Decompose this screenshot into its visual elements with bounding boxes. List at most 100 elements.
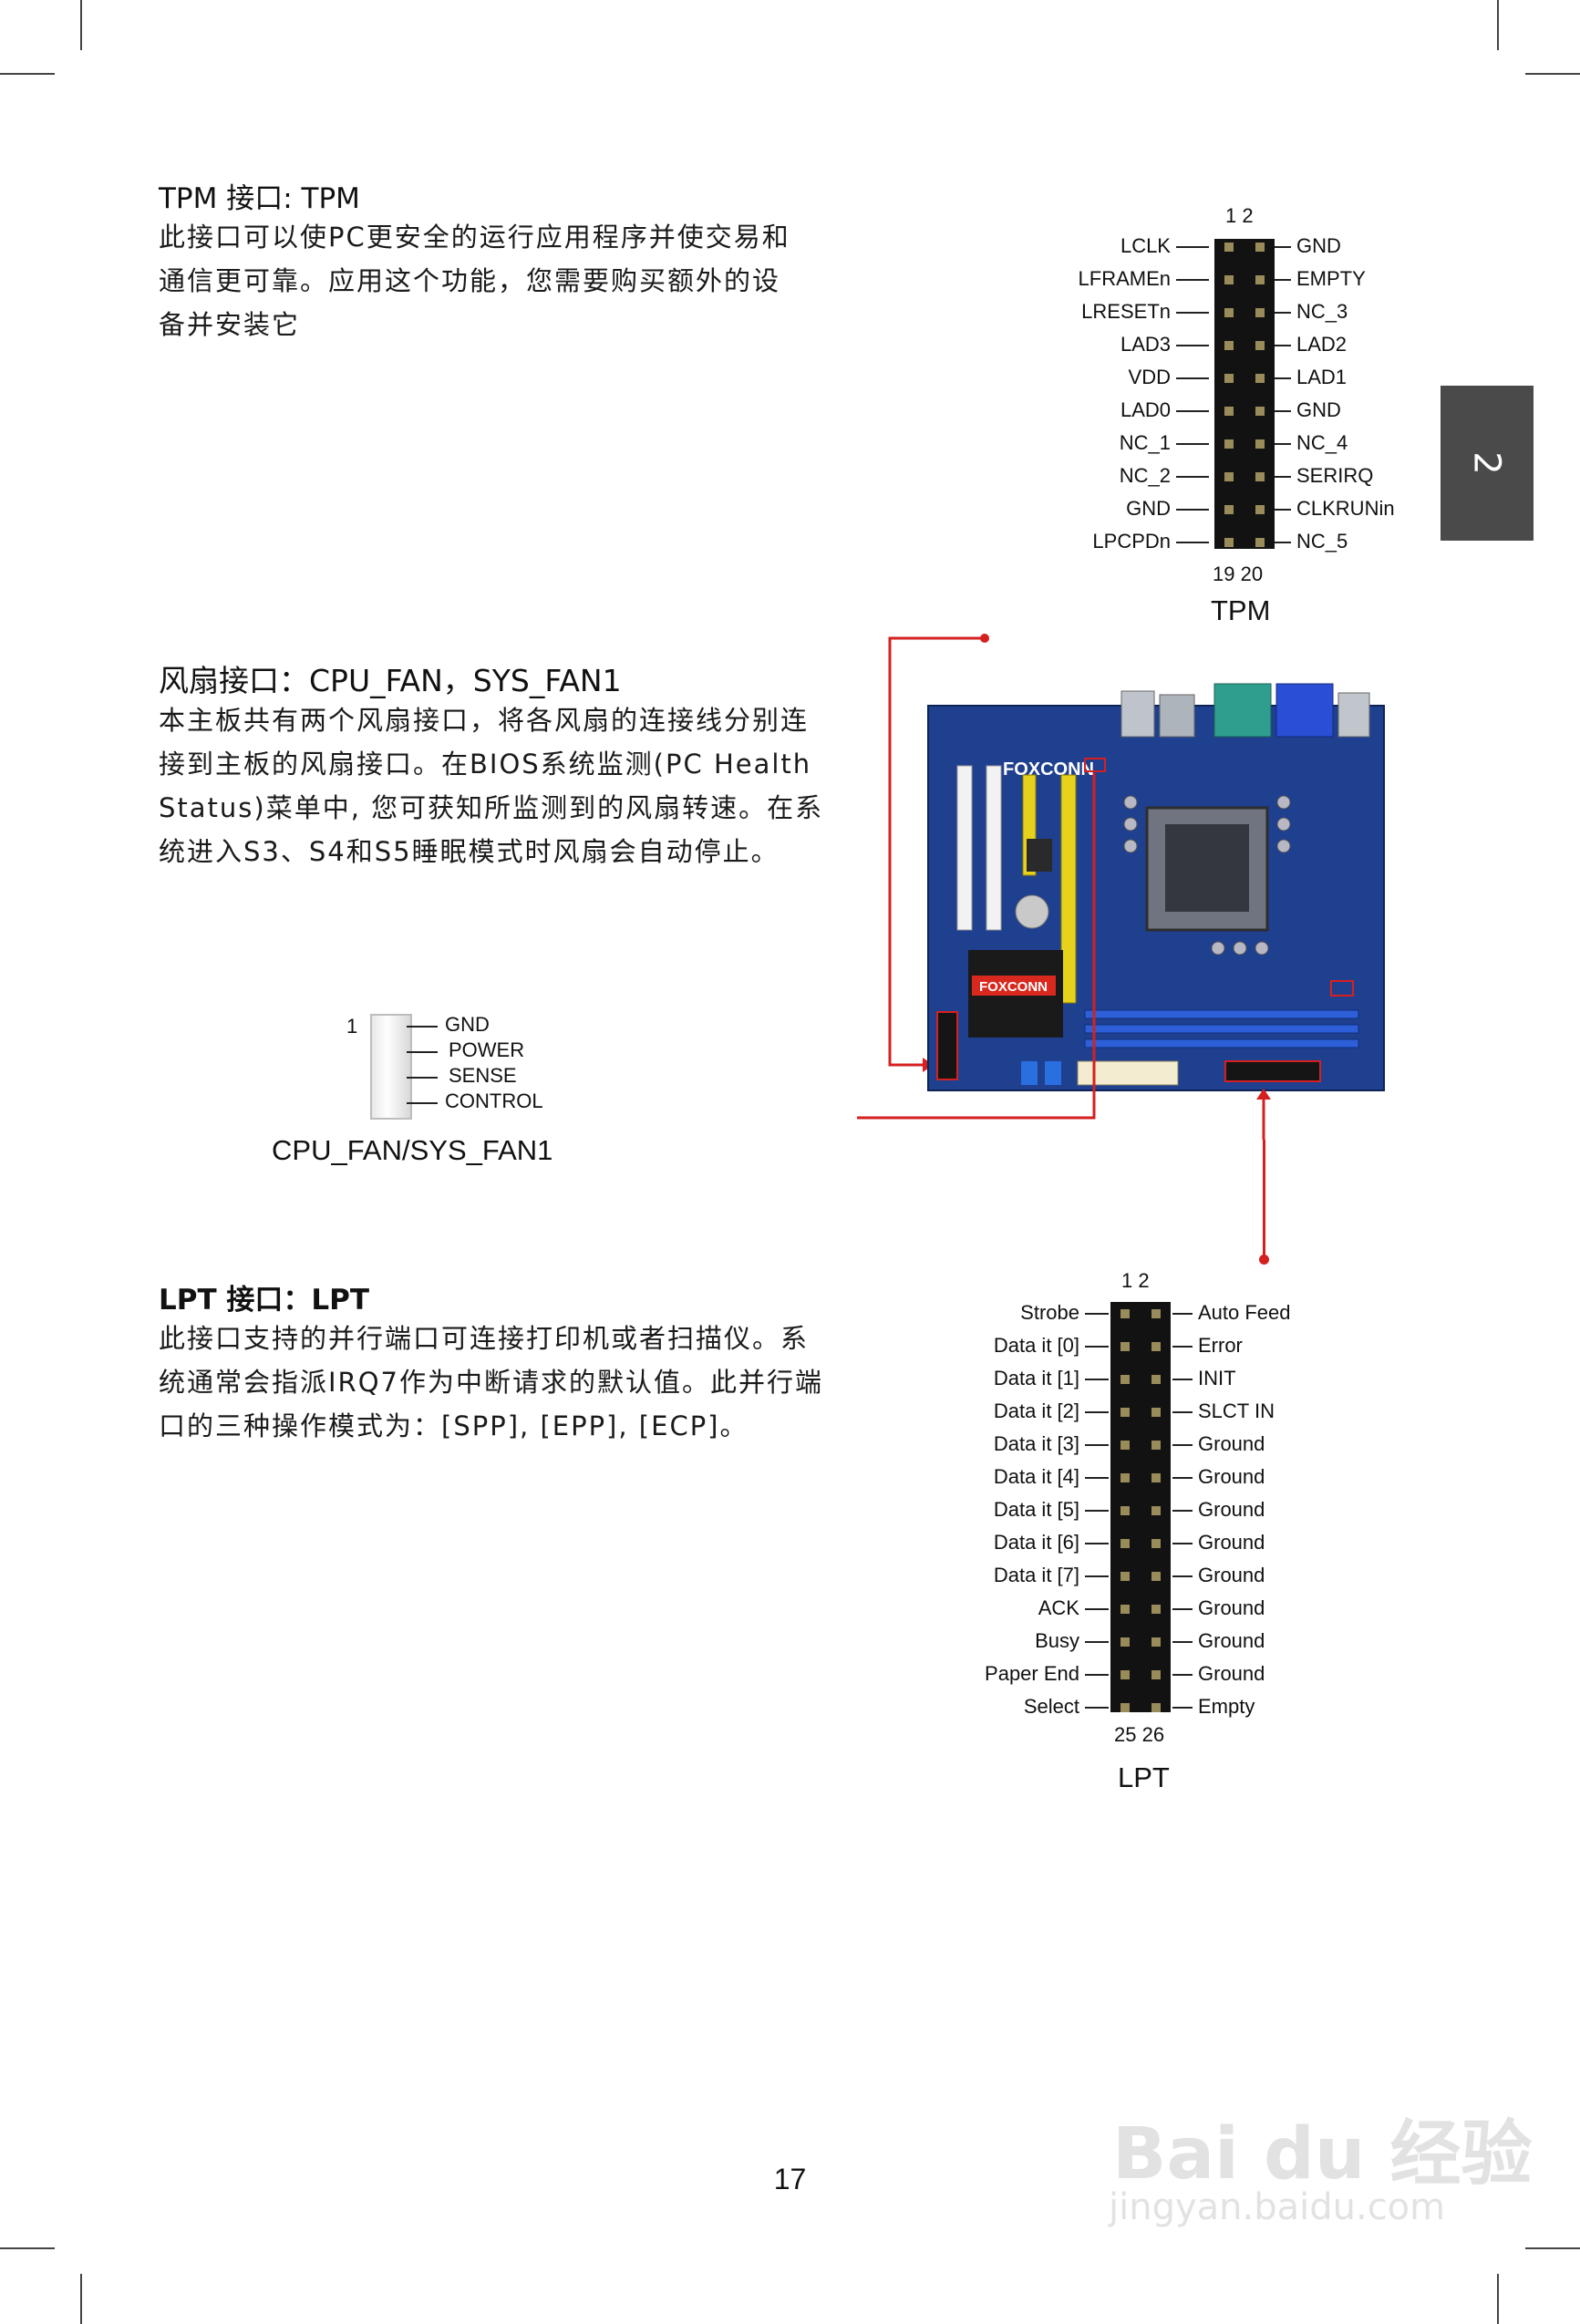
pin-lead [1172,1477,1193,1479]
crop-mark [1525,73,1580,75]
pin [1151,1572,1161,1581]
lpt-pin-label: Ground [1198,1564,1265,1586]
lpt-pin-label: Ground [1198,1596,1265,1619]
pin-lead [1172,1575,1193,1577]
chapter-tab: 2 [1441,386,1534,541]
lpt-caption: LPT [1118,1761,1170,1793]
pin [1224,505,1234,514]
lpt-heading: LPT 接口：LPT [159,1284,370,1317]
pin-lead [1176,476,1209,478]
watermark-url: jingyan.baidu.com [1109,2186,1446,2228]
tpm-pin-label: NC_2 [1119,464,1171,487]
text-line: Status)菜单中, 您可获知所监测到的风扇转速。在系 [159,792,824,823]
tpm-pin-label: GND [1296,234,1341,257]
pin-lead [407,1102,438,1104]
cmos-battery [1015,894,1049,929]
pin-lead [1275,246,1291,248]
pin-lead [1172,1379,1193,1380]
crop-mark [0,2247,55,2249]
lpt-locator-dot [1259,1255,1269,1265]
pin-lead [407,1077,438,1079]
lpt-pin-label: Ground [1198,1432,1265,1455]
pin-lead [407,1026,438,1028]
pin-lead [1085,1674,1109,1676]
tpm-pin-label: LAD0 [1120,398,1171,421]
pin-lead [1275,345,1291,346]
pin-lead [1172,1313,1193,1315]
sata-port [1045,1061,1061,1085]
pin [1255,275,1265,284]
pin-lead [1172,1510,1193,1512]
fan-pin-label: CONTROL [445,1090,543,1112]
pin-lead [1176,279,1209,281]
lpt-pin-label: Data it [7] [993,1564,1079,1586]
pin [1151,1408,1161,1417]
pin [1120,1309,1130,1318]
tpm-pin-label: NC_5 [1296,530,1348,553]
page-number: 17 [773,2163,807,2195]
fan-header-marker [1084,758,1106,772]
pcie-slot [1060,774,1077,1004]
pin-lead [1172,1543,1193,1544]
chip [1027,839,1052,872]
cpu-socket-frame [1165,824,1249,912]
lpt-description: 此接口支持的并行端口可连接打印机或者扫描仪。系 统通常会指派IRQ7作为中断请求… [159,1317,823,1448]
pin [1255,243,1265,252]
tpm-pin-label: LCLK [1120,234,1171,257]
lpt-pin-label: Ground [1198,1629,1265,1652]
dimm-slot [1084,1024,1359,1034]
pin [1120,1703,1130,1712]
pin [1151,1703,1161,1712]
tpm-pin-label: LFRAMEn [1078,267,1171,290]
lpt-pin-label: Busy [1035,1629,1079,1652]
lpt-pin-label: SLCT IN [1198,1400,1275,1422]
tpm-pin-label: SERIRQ [1296,464,1374,487]
pin [1224,374,1234,383]
lpt-pin-label: Ground [1198,1498,1265,1521]
text-line: 本主板共有两个风扇接口，将各风扇的连接线分别连 [159,705,810,736]
pin [1120,1670,1130,1679]
fan-heading: 风扇接口：CPU_FAN，SYS_FAN1 [159,663,622,698]
lpt-pin-label: Empty [1198,1695,1255,1718]
tpm-pin-label: VDD [1128,366,1171,388]
serial-port [1213,683,1272,738]
fan-pin-label: POWER [449,1038,525,1061]
pin [1255,439,1265,449]
pin-lead [1275,443,1291,445]
tpm-pin-label: LAD2 [1296,333,1348,356]
crop-mark [1497,0,1499,50]
pin [1120,1441,1130,1450]
pci-slot [956,765,973,931]
lpt-pin-label: Data it [3] [993,1432,1079,1455]
sata-port [1021,1061,1038,1085]
tpm-pin-label: LRESETn [1081,300,1171,323]
pin [1120,1572,1130,1581]
tpm-top-pin-numbers: 1 2 [1225,204,1254,227]
lpt-pin-label: Data it [5] [993,1498,1079,1521]
pin [1151,1342,1161,1351]
pin-lead [1085,1608,1109,1610]
text-line: 此接口支持的并行端口可连接打印机或者扫描仪。系 [159,1323,810,1354]
motherboard-image: FOXCONN FOXCONN [857,634,1385,1140]
tpm-pin-label: CLKRUNin [1296,497,1395,520]
fan-locator-line [857,773,1096,1120]
dimm-slot [1084,1009,1359,1019]
pin-lead [1275,312,1291,314]
crop-mark [80,2274,82,2324]
lpt-bottom-pin-numbers: 25 26 [1114,1723,1165,1746]
pin [1224,472,1234,481]
pin [1151,1473,1161,1482]
lpt-pin-label: Auto Feed [1198,1301,1291,1324]
pin-lead [407,1051,438,1053]
lpt-header-on-board [1224,1060,1321,1082]
pin-lead [1085,1346,1109,1348]
fan-pin1-label: 1 [346,1015,358,1038]
pin-lead [1172,1674,1193,1676]
lpt-pin-label: Data it [4] [993,1465,1079,1488]
pin-lead [1275,509,1291,511]
io-port [1337,692,1370,738]
text-line: 备并安装它 [159,309,301,340]
pin [1151,1539,1161,1548]
tpm-pin-label: NC_3 [1296,300,1348,323]
pin-lead [1275,410,1291,412]
